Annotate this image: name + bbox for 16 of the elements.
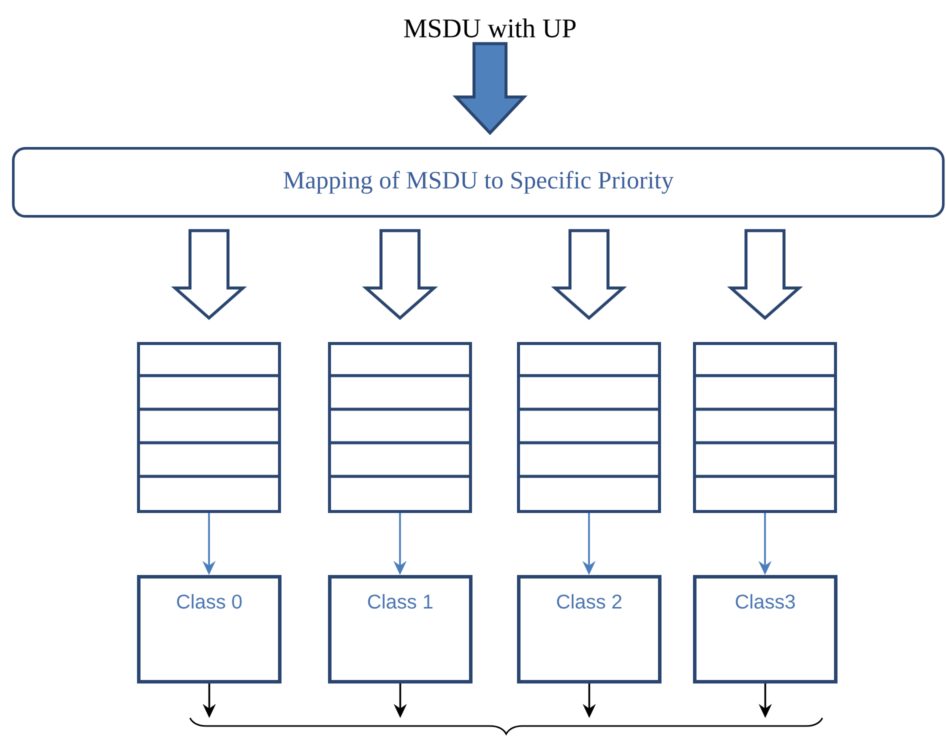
heading-text: MSDU with UP bbox=[404, 18, 576, 38]
queue-drawing bbox=[137, 342, 281, 513]
process-box: Mapping of MSDU to Specific Priority bbox=[12, 147, 945, 218]
class-box: Class 0 bbox=[137, 575, 282, 684]
queue-drawing bbox=[517, 342, 661, 513]
class-box: Class3 bbox=[693, 575, 838, 684]
class-box: Class 1 bbox=[328, 575, 472, 684]
queue-drawing bbox=[328, 342, 472, 513]
class-box: Class 2 bbox=[517, 575, 662, 684]
block-arrow bbox=[551, 229, 627, 320]
curly-brace bbox=[189, 718, 823, 735]
queue-drawing bbox=[693, 342, 837, 513]
block-arrow bbox=[452, 42, 528, 136]
block-arrow bbox=[727, 229, 803, 320]
block-arrow bbox=[362, 229, 438, 320]
block-arrow bbox=[171, 229, 247, 320]
